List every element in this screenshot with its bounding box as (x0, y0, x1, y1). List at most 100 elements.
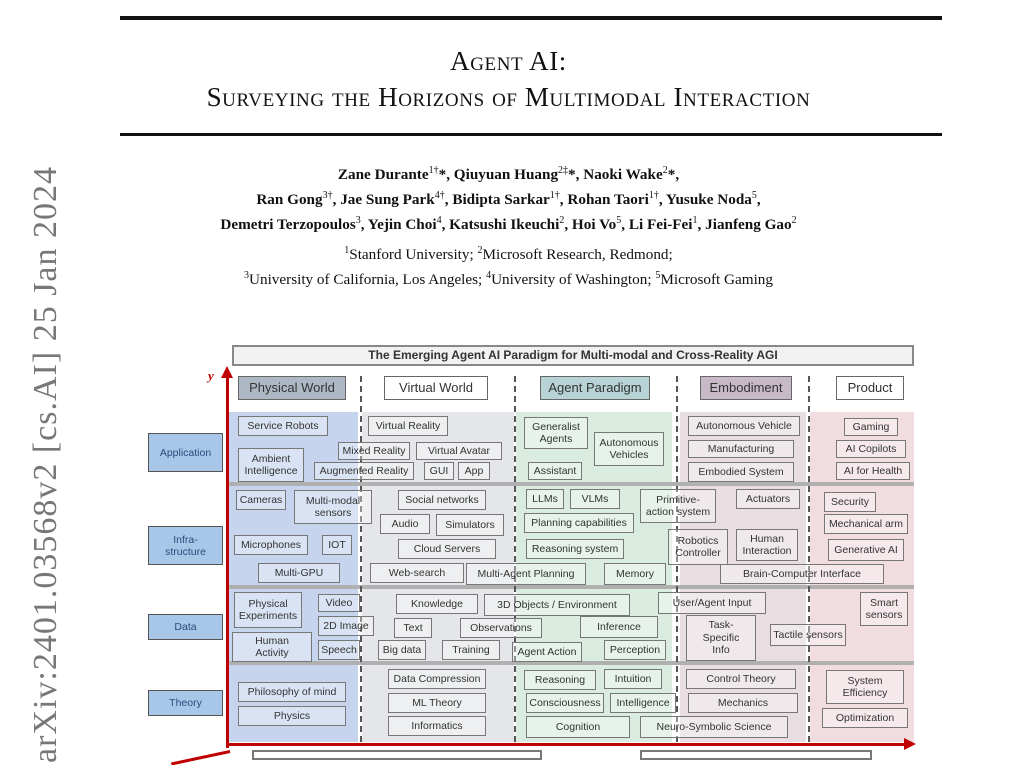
figure-cell: Reasoning system (526, 539, 624, 559)
author-separator: *, (568, 166, 584, 184)
figure-cell: Assistant (528, 462, 582, 480)
figure-cell: Cameras (236, 490, 286, 510)
figure-cell: VLMs (570, 489, 620, 509)
affiliation-mark: 2 (477, 245, 483, 256)
row-label-data: Data (148, 614, 223, 640)
author-affiliation-mark: 5 (751, 190, 757, 202)
bottom-rule (120, 133, 942, 136)
figure-cell: GUI (424, 462, 454, 480)
author-name: Jae Sung Park (340, 191, 435, 209)
figure-cell: Video (318, 594, 360, 612)
figure-cell: Control Theory (686, 669, 796, 689)
figure-cell: Primitive- action system (640, 489, 716, 523)
column-divider (514, 376, 516, 742)
affiliation-line: 3University of California, Los Angeles; … (0, 265, 1017, 290)
author-name: Li Fei-Fei (628, 216, 693, 234)
figure-cell: Physical Experiments (234, 592, 302, 628)
figure-cell: Training (442, 640, 500, 660)
figure-cell: Text (394, 618, 432, 638)
author-separator: *, (438, 166, 454, 184)
figure-cell: Multi-GPU (258, 563, 340, 583)
figure-cell: Human Interaction (736, 529, 798, 561)
column-header-physical: Physical World (238, 376, 346, 400)
affiliation-mark: 5 (655, 270, 661, 282)
figure-cell: Intuition (604, 669, 662, 689)
figure-cell: Consciousness (526, 693, 604, 713)
top-rule (120, 16, 942, 20)
author-separator: , (756, 191, 761, 209)
figure-cell: Physics (238, 706, 346, 726)
figure-cell: Cognition (526, 716, 630, 738)
author-separator: , (441, 216, 450, 234)
affiliation-name: Microsoft Gaming (660, 271, 773, 289)
figure-cell: Memory (604, 563, 666, 585)
author-affiliation-mark: 3† (322, 190, 333, 202)
figure-cell: Observations (460, 618, 542, 638)
row-separator (229, 482, 914, 486)
row-label-infrastructure: Infra- structure (148, 526, 223, 565)
figure-cell: Philosophy of mind (238, 682, 346, 702)
author-affiliation-mark: 2 (662, 165, 668, 176)
figure-cell: Multi-Agent Planning (466, 563, 586, 585)
column-header-virtual: Virtual World (384, 376, 488, 400)
author-name: Ran Gong (256, 191, 323, 209)
author-name: Yusuke Noda (665, 191, 752, 209)
row-label-application: Application (148, 433, 223, 472)
figure-cell: Security (824, 492, 876, 512)
figure-cell: Virtual Reality (368, 416, 448, 436)
figure-cell: Neuro-Symbolic Science (640, 716, 788, 738)
figure-cell: 3D Objects / Environment (484, 594, 630, 616)
column-bg-virtual (362, 412, 514, 742)
author-name: Bidipta Sarkar (452, 191, 550, 209)
affiliation-mark: 3 (244, 270, 250, 282)
author-affiliation-mark: 4† (434, 190, 445, 202)
figure-cell: Actuators (736, 489, 800, 509)
column-bg-agent (516, 412, 672, 742)
paper-title-line1: Agent AI: (450, 46, 567, 76)
figure-cell: Reasoning (524, 670, 596, 690)
figure-cell: LLMs (526, 489, 564, 509)
figure-cell: Virtual Avatar (416, 442, 502, 460)
affiliation-mark: 1 (344, 245, 350, 256)
author-separator: , (658, 191, 666, 209)
figure-cell: Intelligence (610, 693, 676, 713)
figure-cell: Simulators (436, 514, 504, 536)
figure-cell: Task- Specific Info (686, 615, 756, 661)
author-affiliation-mark: 2 (791, 215, 797, 227)
figure-banner: The Emerging Agent AI Paradigm for Multi… (232, 345, 914, 366)
affiliation-name: Microsoft Research, Redmond; (482, 246, 673, 264)
figure-cell: Generative AI (828, 539, 904, 561)
author-separator: , (444, 191, 453, 209)
figure-cell: Human Activity (232, 632, 312, 662)
author-affiliation-mark: 4 (436, 215, 442, 227)
column-header-agent: Agent Paradigm (540, 376, 650, 400)
figure-cell: Perception (604, 640, 666, 660)
affiliation-name: University of California, Los Angeles; (249, 271, 487, 289)
author-name: Yejin Choi (367, 216, 437, 234)
author-separator: , (697, 216, 706, 234)
figure-cell: Tactile sensors (770, 624, 846, 646)
figure-cell: Agent Action (512, 642, 582, 662)
affiliation-line: 1Stanford University; 2Microsoft Researc… (0, 240, 1017, 265)
author-affiliation-mark: 1 (692, 215, 698, 227)
author-affiliation-mark: 1† (428, 165, 439, 176)
author-affiliation-mark: 1† (648, 190, 659, 202)
author-name: Hoi Vo (571, 216, 617, 234)
author-affiliation-mark: 2‡ (558, 165, 569, 176)
column-divider (360, 376, 362, 742)
author-name: Zane Durante (337, 166, 429, 184)
author-list: Zane Durante1†*, Qiuyuan Huang2‡*, Naoki… (0, 160, 1017, 235)
author-separator: , (360, 216, 368, 234)
figure-cell: Mechanical arm (824, 514, 908, 534)
figure-cell: Smart sensors (860, 592, 908, 626)
paper-title-line2: Surveying the Horizons of Multimodal Int… (206, 82, 811, 112)
figure-cell: 2D Image (318, 616, 374, 636)
author-separator: , (621, 216, 629, 234)
figure-cell: Ambient Intelligence (238, 448, 304, 482)
row-separator (229, 585, 914, 589)
figure-cell: IOT (322, 535, 352, 555)
figure-cell: Speech (318, 640, 360, 660)
column-header-embodiment: Embodiment (700, 376, 792, 400)
figure-cell: AI for Health (836, 462, 910, 480)
column-bg-physical (229, 412, 358, 742)
